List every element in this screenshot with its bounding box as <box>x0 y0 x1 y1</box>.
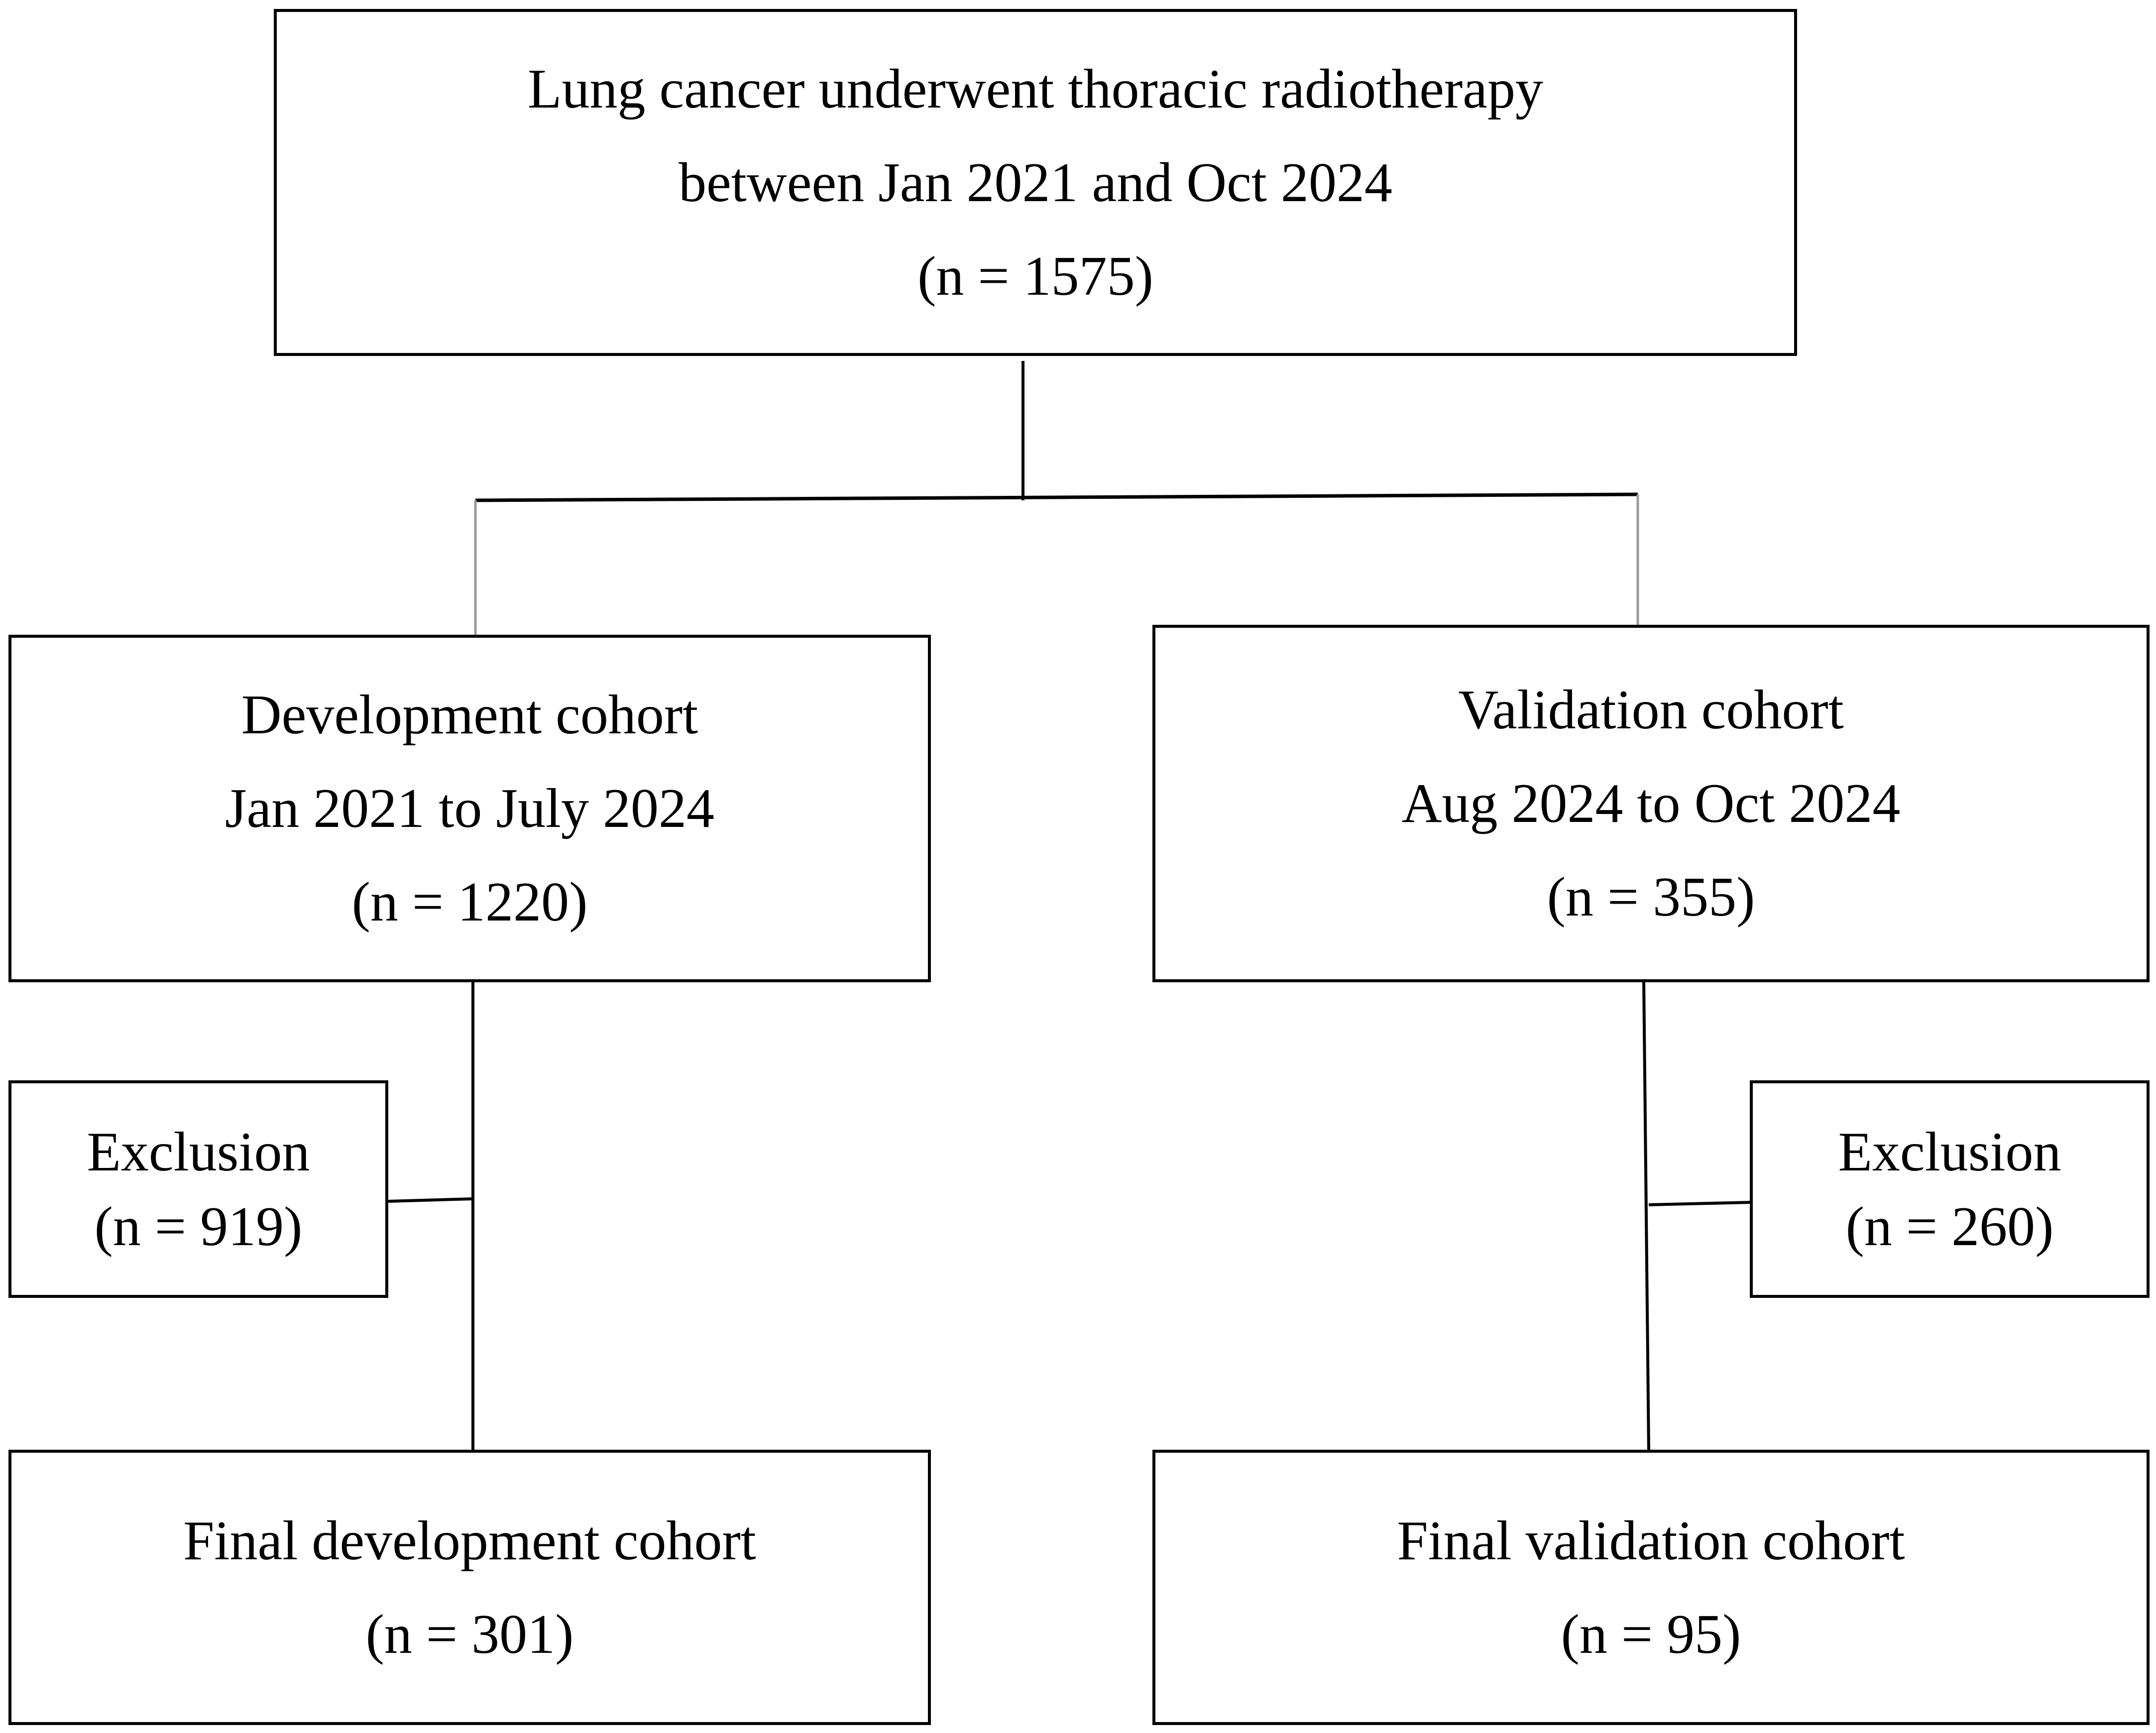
final-development-cohort-box: Final development cohort (n = 301) <box>8 1450 931 1725</box>
connector-development-exclusion <box>388 1197 473 1203</box>
validation-exclusion-box: Exclusion (n = 260) <box>1750 1080 2150 1298</box>
validation-cohort-box: Validation cohort Aug 2024 to Oct 2024 (… <box>1152 625 2150 982</box>
development-exclusion-label: Exclusion <box>87 1121 310 1183</box>
development-line-1: Development cohort <box>241 684 698 746</box>
connector-validation-exclusion <box>1648 1201 1753 1206</box>
final-development-label: Final development cohort <box>183 1509 756 1572</box>
validation-line-2: Aug 2024 to Oct 2024 <box>1401 773 1901 834</box>
development-exclusion-box: Exclusion (n = 919) <box>8 1080 388 1298</box>
validation-line-1: Validation cohort <box>1458 679 1844 741</box>
source-population-box: Lung cancer underwent thoracic radiother… <box>274 9 1797 356</box>
development-exclusion-count: (n = 919) <box>94 1195 303 1258</box>
final-validation-label: Final validation cohort <box>1397 1509 1905 1572</box>
validation-line-3: (n = 355) <box>1547 866 1755 928</box>
validation-exclusion-label: Exclusion <box>1838 1121 2061 1183</box>
source-line-1: Lung cancer underwent thoracic radiother… <box>528 58 1543 120</box>
development-cohort-box: Development cohort Jan 2021 to July 2024… <box>8 635 931 982</box>
final-validation-cohort-box: Final validation cohort (n = 95) <box>1152 1450 2150 1725</box>
final-development-count: (n = 301) <box>365 1603 574 1665</box>
source-line-2: between Jan 2021 and Oct 2024 <box>679 151 1392 214</box>
final-validation-count: (n = 95) <box>1561 1603 1741 1665</box>
validation-exclusion-count: (n = 260) <box>1845 1195 2054 1258</box>
source-line-3: (n = 1575) <box>917 245 1153 307</box>
development-line-3: (n = 1220) <box>351 871 588 933</box>
connector-branch <box>475 492 1638 502</box>
development-line-2: Jan 2021 to July 2024 <box>225 778 715 839</box>
connector-validation-vertical <box>1642 980 1650 1452</box>
